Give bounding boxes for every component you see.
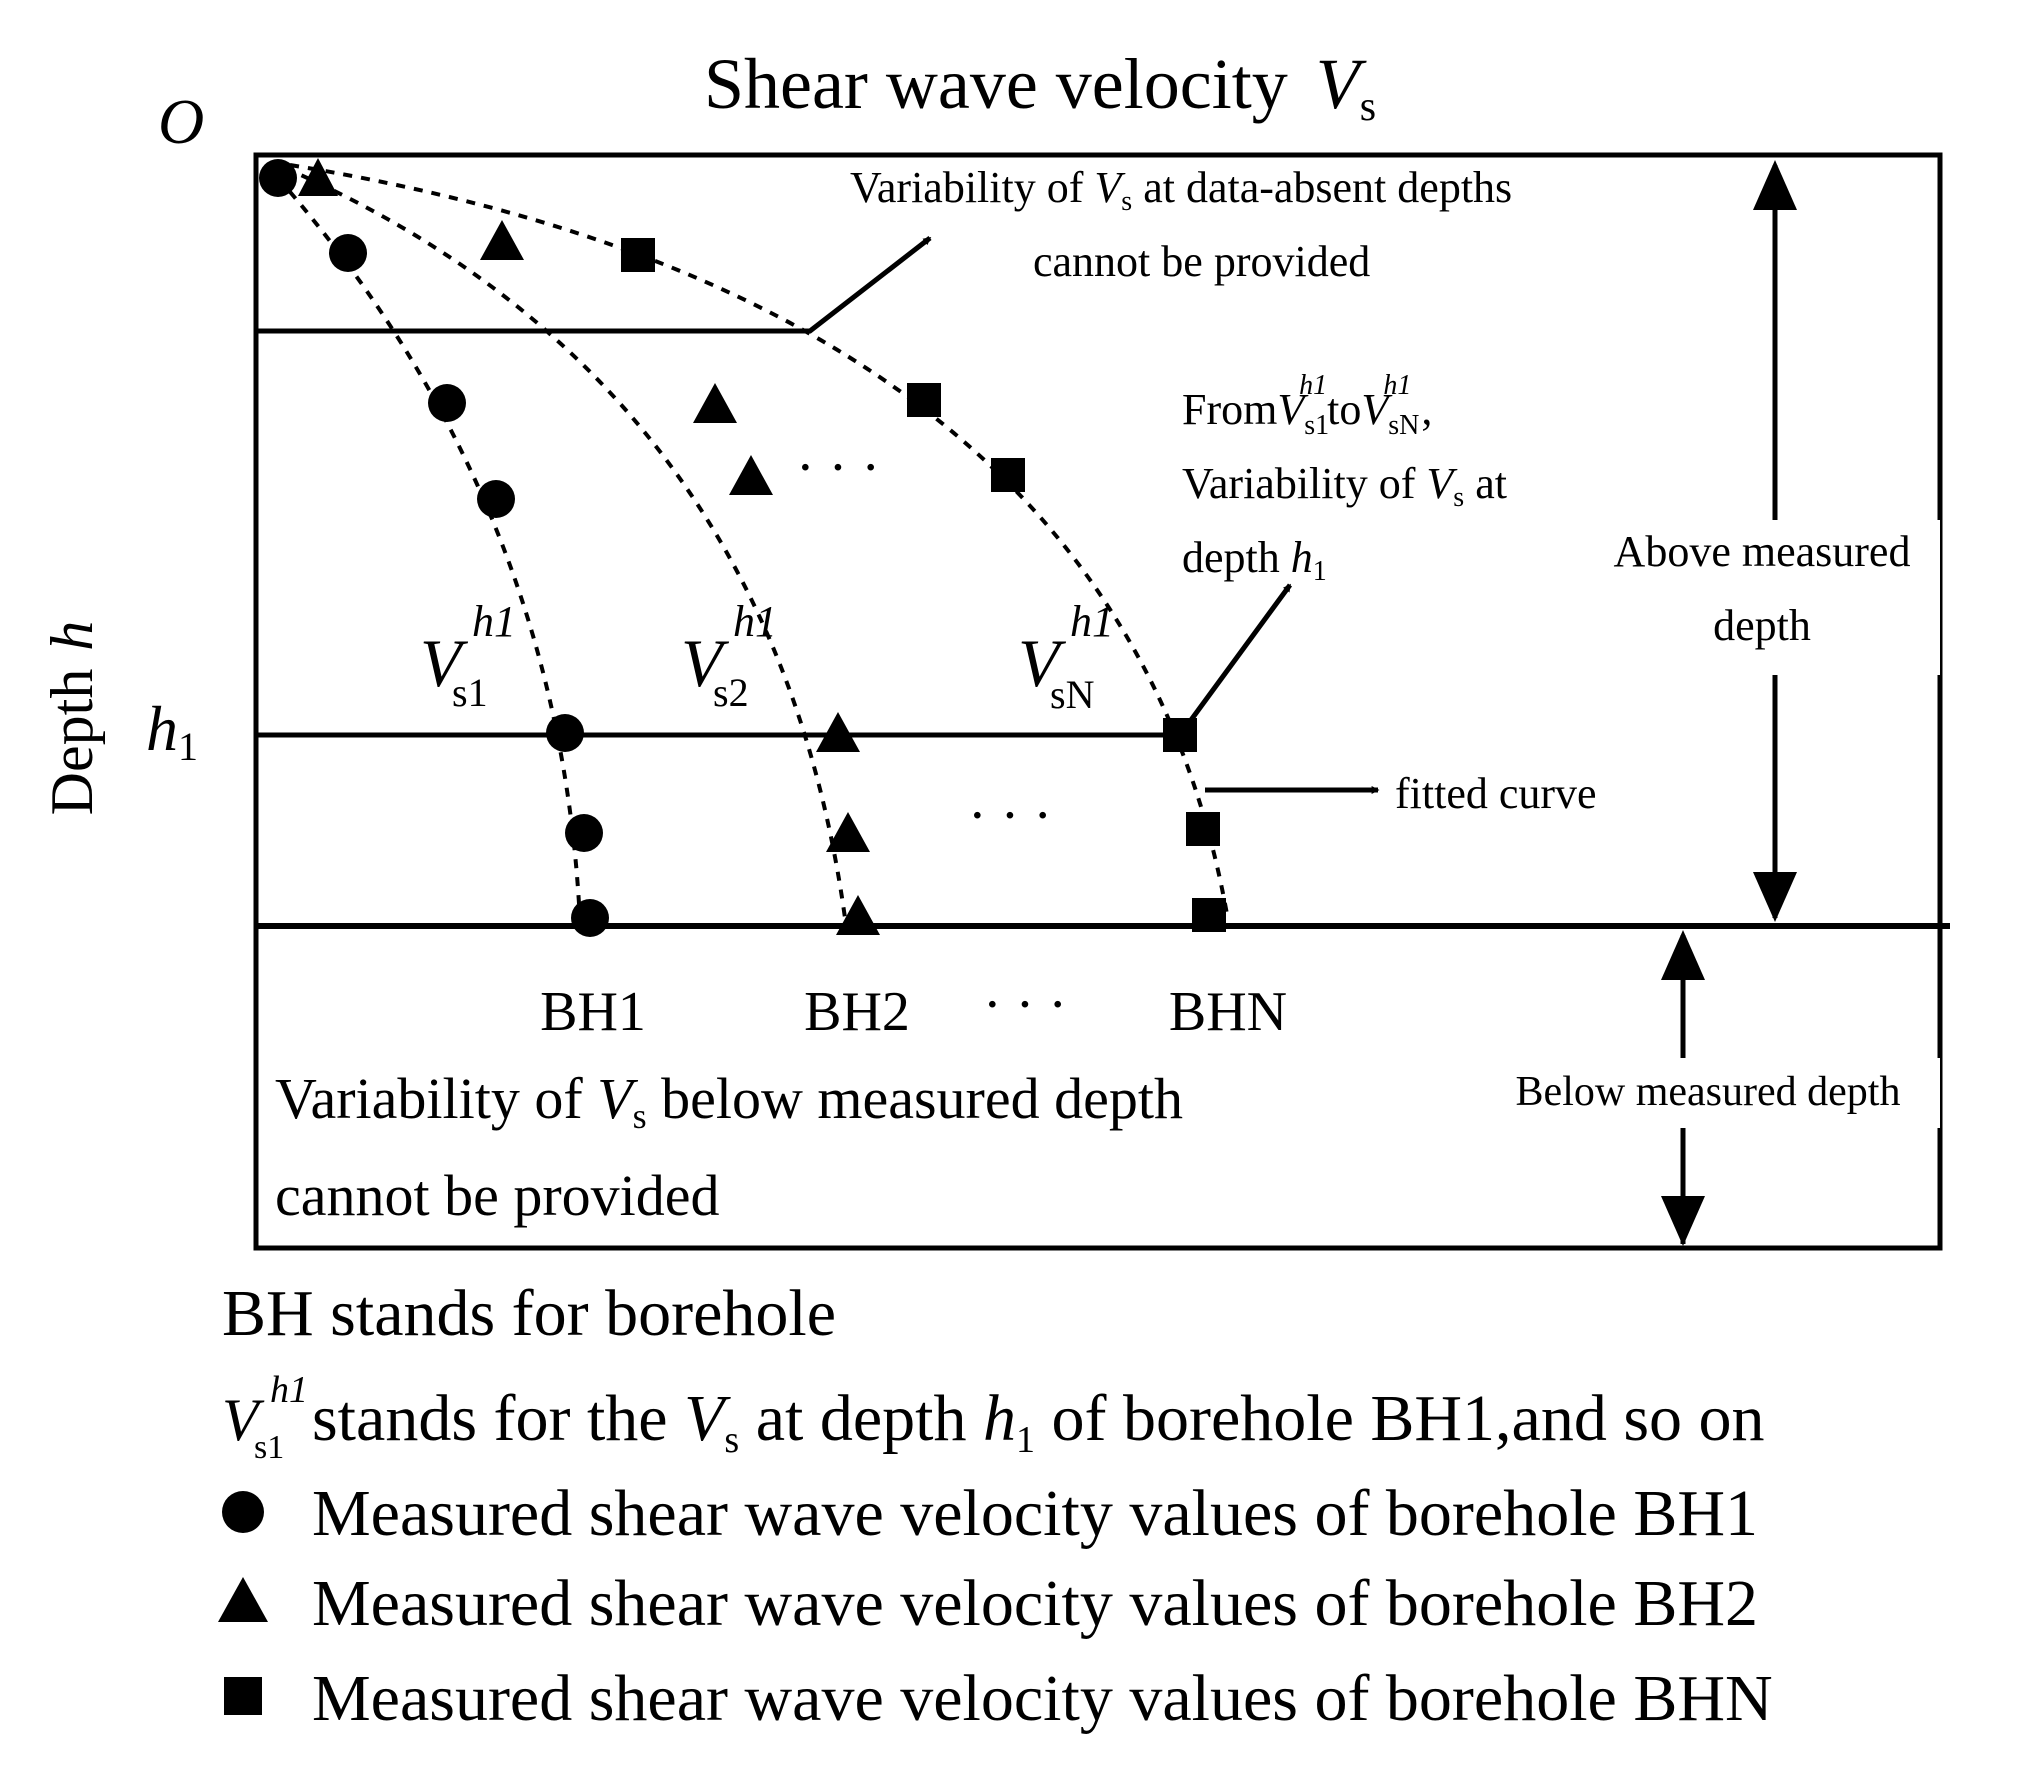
bh2-markers [298,158,880,935]
bhn-point [991,458,1025,492]
svg-text:h1: h1 [472,597,516,646]
ellipsis-upper: · · · [796,437,880,499]
bh2-point [480,220,524,260]
fitted-curve-bhn [289,163,1230,921]
svg-text:Measured shear wave velocity v: Measured shear wave velocity values of b… [312,1477,1758,1550]
svg-text:V: V [681,625,730,701]
legend-item-bh1: Measured shear wave velocity values of b… [222,1477,1758,1550]
above-depth-label-bg [1595,520,1940,675]
data-absent-note-line1: Variability of Vs at data-absent depths [850,163,1512,217]
above-depth-label-line2: depth [1713,601,1811,650]
above-depth-arrowhead-bottom [1753,872,1797,922]
variability-h1-note: Variability of Vs at [1182,459,1507,513]
bh2-point [836,895,880,935]
legend-vs-note: V s1 h1 stands for the Vs at depth h1 of… [222,1369,1765,1466]
origin-label: O [158,86,204,157]
bh1-point [428,384,466,422]
curve-label-bh1: V s1 h1 [420,597,516,715]
below-depth-note-line2: cannot be provided [275,1163,720,1228]
svg-text:s2: s2 [713,670,749,715]
above-depth-label-line1: Above measured [1614,527,1911,576]
variability-h1-arrow [1177,583,1293,737]
bh2-point [693,383,737,423]
svg-text:V: V [222,1387,265,1453]
bh2-point [826,812,870,852]
below-depth-label-bg [1480,1058,1940,1128]
depth-h1-note: depth h1 [1182,533,1327,587]
borehole-label-bh1: BH1 [540,981,646,1043]
legend-circle-marker [222,1491,264,1533]
diagram-frame [253,152,1943,1251]
bh1-point [571,899,609,937]
h1-axis-label: h1 [146,693,198,769]
svg-text:h1: h1 [1070,597,1114,646]
bh1-markers [259,159,609,937]
svg-text:stands for the Vs at depth h1: stands for the Vs at depth h1 of borehol… [312,1382,1765,1461]
legend-item-bhn: Measured shear wave velocity values of b… [224,1662,1773,1735]
fitted-curve-bh2 [284,166,847,919]
svg-text:V: V [420,625,469,701]
bhn-markers [621,238,1226,932]
svg-text:s1: s1 [452,670,488,715]
y-axis-label: Depthh [39,621,105,816]
bhn-point [621,238,655,272]
below-depth-arrowhead-top [1661,930,1705,980]
below-depth-arrowhead-bottom [1661,1196,1705,1246]
svg-text:s1: s1 [254,1429,284,1466]
bhn-point [1192,898,1226,932]
legend-bh-note: BH stands for borehole [222,1277,836,1350]
data-absent-depth-line [256,236,932,334]
legend-item-bh2: Measured shear wave velocity values of b… [218,1567,1758,1640]
from-range-note: FromVs1h1toVsNh1, [1182,370,1432,441]
bhn-point [907,383,941,417]
curve-label-bh2: V s2 h1 [681,597,777,715]
curve-label-bhn: V sN h1 [1018,597,1114,717]
bh1-point [259,159,297,197]
bh1-point [477,480,515,518]
svg-text:Measured shear wave velocity v: Measured shear wave velocity values of b… [312,1567,1758,1640]
fitted-curve-bh1 [276,176,582,923]
below-depth-note-line1: Variability of Vs below measured depth [275,1066,1183,1136]
data-absent-note-line2: cannot be provided [1033,237,1370,286]
borehole-label-bhn: BHN [1169,981,1287,1043]
legend-square-marker [224,1677,262,1715]
bhn-point [1186,812,1220,846]
bh2-point [298,158,338,196]
bhn-point [1163,718,1197,752]
svg-text:h1: h1 [733,597,777,646]
svg-text:h1: h1 [270,1369,308,1411]
legend-triangle-marker [218,1577,268,1622]
above-depth-arrowhead-top [1753,160,1797,210]
svg-text:sN: sN [1050,672,1094,717]
svg-text:Measured shear wave velocity v: Measured shear wave velocity values of b… [312,1662,1773,1735]
below-depth-label: Below measured depth [1516,1069,1901,1115]
bh2-point [816,712,860,752]
bh1-point [546,714,584,752]
bh1-point [565,814,603,852]
svg-text:V: V [1018,625,1067,701]
ellipsis-lower: · · · [968,785,1052,847]
fitted-curve-label: fitted curve [1395,769,1597,818]
bh1-point [329,234,367,272]
ellipsis-boreholes: · · · [983,974,1067,1036]
borehole-label-bh2: BH2 [804,981,910,1043]
bh2-point [729,455,773,495]
